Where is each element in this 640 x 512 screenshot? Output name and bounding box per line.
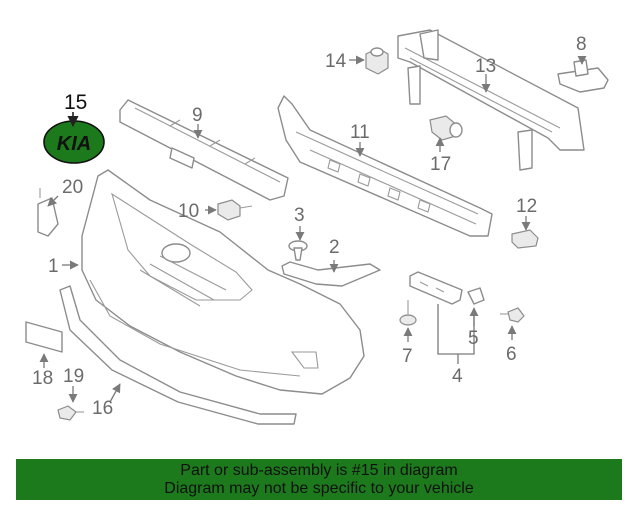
part-12-clip[interactable] <box>511 229 539 249</box>
callout-6[interactable]: 6 <box>506 344 517 365</box>
callout-11[interactable]: 11 <box>350 122 370 143</box>
callout-20[interactable]: 20 <box>62 177 83 198</box>
part-1-bumper-cover[interactable] <box>81 169 365 395</box>
part-16-lower-lip[interactable] <box>59 285 297 425</box>
part-10-bolt[interactable] <box>217 199 253 221</box>
callout-12[interactable]: 12 <box>516 196 537 217</box>
part-15-emblem[interactable]: KIA <box>43 120 105 164</box>
leader-lines <box>39 55 587 403</box>
part-5-clip[interactable] <box>467 287 485 305</box>
callout-18[interactable]: 18 <box>32 368 53 389</box>
callout-5[interactable]: 5 <box>468 328 479 349</box>
part-14-nut[interactable] <box>365 47 389 75</box>
part-13-reinforcement-beam[interactable] <box>397 29 585 171</box>
part-6-screw[interactable] <box>500 307 525 323</box>
callout-15[interactable]: 15 <box>64 91 87 114</box>
callout-4[interactable]: 4 <box>452 366 463 387</box>
banner-line-2: Diagram may not be specific to your vehi… <box>164 480 474 497</box>
callout-numbers: 15 1 2 3 4 5 6 7 8 9 10 11 12 13 14 16 1… <box>32 34 587 419</box>
part-19-screw[interactable] <box>57 405 84 421</box>
callout-8[interactable]: 8 <box>576 34 587 55</box>
banner-line-1: Part or sub-assembly is #15 in diagram <box>180 462 458 479</box>
part-9-energy-absorber[interactable] <box>119 99 289 201</box>
part-8-bracket[interactable] <box>557 59 609 93</box>
callout-13[interactable]: 13 <box>475 56 496 77</box>
part-20-cover[interactable] <box>37 188 59 237</box>
part-4-bracket[interactable] <box>409 271 463 305</box>
callout-1[interactable]: 1 <box>48 256 59 277</box>
callout-9[interactable]: 9 <box>192 105 203 126</box>
part-7-screw[interactable] <box>399 300 417 326</box>
callout-17[interactable]: 17 <box>430 154 451 175</box>
emblem-logo: KIA <box>57 133 91 155</box>
part-18-plate[interactable] <box>25 321 63 353</box>
part-2-bracket[interactable] <box>281 261 381 287</box>
callout-16[interactable]: 16 <box>92 398 113 419</box>
part-3-clip[interactable] <box>288 240 308 261</box>
highlight-banner: Part or sub-assembly is #15 in diagram D… <box>16 459 622 500</box>
part-17-sensor[interactable] <box>429 115 463 141</box>
part-11-bumper-absorber[interactable] <box>277 95 493 237</box>
callout-3[interactable]: 3 <box>294 205 305 226</box>
callout-2[interactable]: 2 <box>329 237 340 258</box>
callout-10[interactable]: 10 <box>178 201 199 222</box>
callout-14[interactable]: 14 <box>325 51 347 72</box>
callout-7[interactable]: 7 <box>402 346 413 367</box>
callout-19[interactable]: 19 <box>63 366 84 387</box>
